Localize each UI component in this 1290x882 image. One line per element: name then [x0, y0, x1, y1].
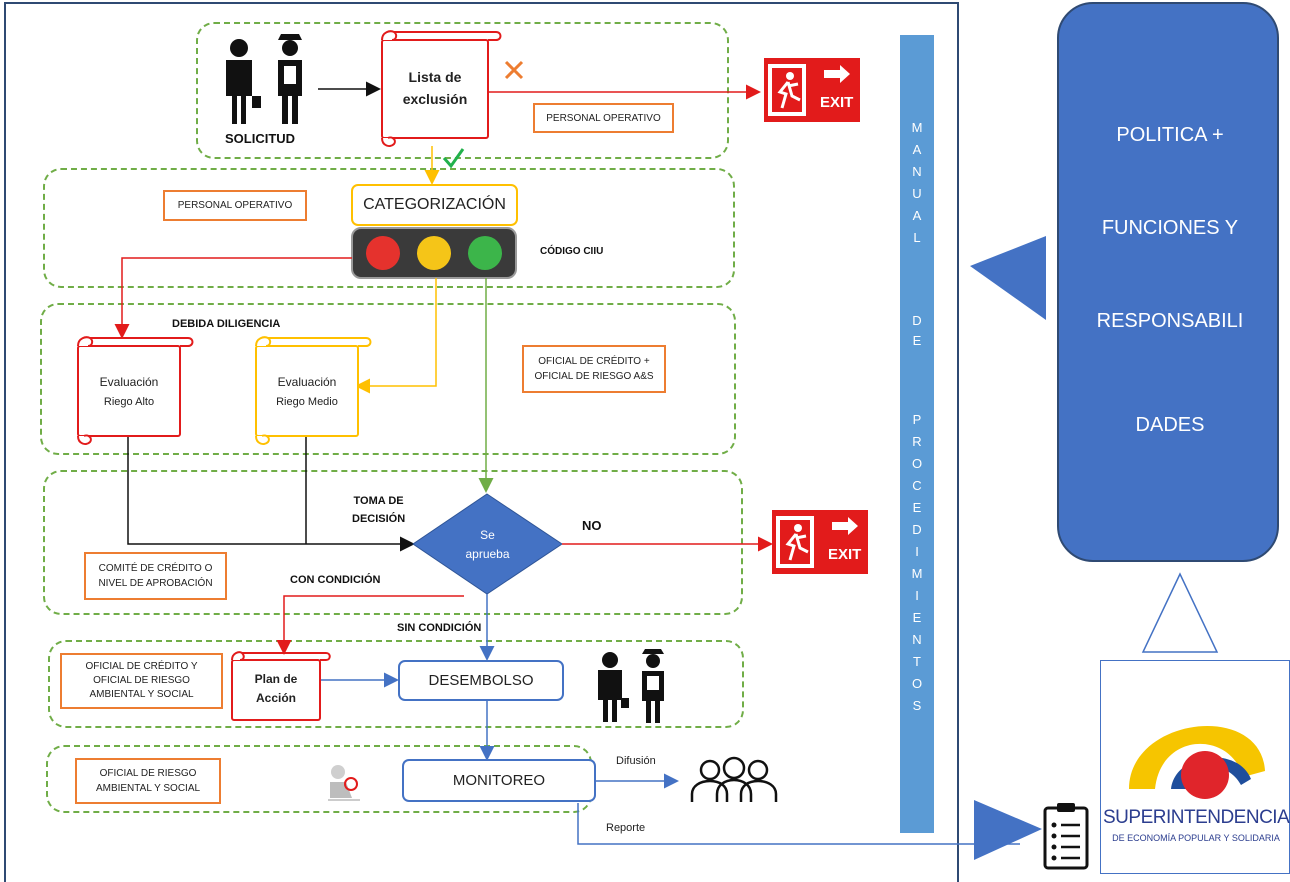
- manual-letter: I: [915, 544, 919, 559]
- exit-runner-icon: [768, 64, 850, 116]
- sin-condicion-label: SIN CONDICIÓN: [397, 622, 482, 634]
- arrow-policy-to-manual: [970, 236, 1046, 320]
- arrow-con-condicion: [276, 595, 464, 655]
- manual-letter: O: [911, 676, 923, 691]
- arrow-report-to-logo: [974, 800, 1042, 860]
- manual-letter: N: [912, 632, 922, 647]
- lista-exclusion-text: Lista de exclusión: [402, 69, 468, 107]
- group-categorizacion: [43, 168, 735, 288]
- inspector-magnifier-icon: [328, 765, 360, 801]
- manual-letter: E: [912, 610, 922, 625]
- policy-line-3: RESPONSABILI: [1096, 310, 1244, 332]
- audience-group-icon: [690, 756, 778, 802]
- solicitud-people-icon: [226, 34, 302, 124]
- manual-letter: N: [912, 164, 922, 179]
- manual-letter: A: [912, 208, 922, 223]
- report-clipboard-icon: [1043, 803, 1089, 870]
- arrow-alto: [114, 257, 352, 339]
- monitoreo-box: MONITOREO: [402, 759, 596, 802]
- manual-letter: M: [911, 566, 923, 581]
- manual-letter: E: [912, 333, 922, 348]
- solicitud-label: SOLICITUD: [225, 131, 296, 146]
- manual-procedimientos-bar: M A N U A L D E P R O C E D I M I E N T …: [900, 35, 934, 833]
- arrow-logo-to-policy: [1141, 572, 1219, 653]
- manual-letter: T: [913, 654, 921, 669]
- eval-alto-scroll: [77, 336, 194, 445]
- lista-exclusion-scroll: [381, 30, 502, 147]
- desembolso-people-icon: [598, 649, 664, 723]
- exit-label: EXIT: [820, 94, 854, 111]
- exit-sign-top: EXIT: [764, 58, 860, 122]
- comite-box: COMITÉ DE CRÉDITO O NIVEL DE APROBACIÓN: [84, 552, 227, 600]
- manual-letter: I: [915, 588, 919, 603]
- plan-accion-text: Plan de Acción: [254, 672, 298, 705]
- manual-letter: E: [912, 500, 922, 515]
- manual-letter: P: [912, 412, 922, 427]
- group-desembolso: [48, 640, 744, 728]
- categorizacion-box: CATEGORIZACIÓN: [351, 184, 518, 226]
- plan-accion-scroll: [231, 651, 331, 721]
- manual-letter: D: [912, 313, 922, 328]
- policy-box: POLITICA + FUNCIONES Y RESPONSABILI DADE…: [1057, 2, 1279, 562]
- logo-line-1: SUPERINTENDENCIA: [1103, 807, 1290, 828]
- diagram-frame: [4, 2, 959, 882]
- toma-decision-label: TOMA DE DECISIÓN: [352, 495, 406, 525]
- oficial-riesgo-box: OFICIAL DE RIESGO AMBIENTAL Y SOCIAL: [75, 758, 221, 804]
- oficial-credito-riesgo-box: OFICIAL DE CRÉDITO + OFICIAL DE RIESGO A…: [522, 345, 666, 393]
- eval-medio-scroll: [255, 336, 372, 445]
- logo-line-2: DE ECONOMÍA POPULAR Y SOLIDARIA: [1112, 833, 1280, 843]
- manual-letter: M: [911, 120, 923, 135]
- manual-letter: S: [912, 698, 922, 713]
- policy-line-1: POLITICA +: [1116, 124, 1224, 146]
- difusion-label: Difusión: [616, 755, 656, 767]
- debida-diligencia-label: DEBIDA DILIGENCIA: [172, 318, 281, 330]
- exit-label: EXIT: [828, 546, 862, 563]
- personal-operativo-box-1: PERSONAL OPERATIVO: [533, 103, 674, 133]
- se-aprueba-text: Se aprueba: [465, 528, 510, 561]
- policy-line-4: DADES: [1135, 414, 1205, 436]
- manual-letter: O: [911, 456, 923, 471]
- manual-letter: A: [912, 142, 922, 157]
- superintendencia-logo: SUPERINTENDENCIA DE ECONOMÍA POPULAR Y S…: [1100, 660, 1290, 874]
- group-toma-decision: [43, 470, 743, 615]
- desembolso-box: DESEMBOLSO: [398, 660, 564, 701]
- exit-sign-bottom: EXIT: [772, 510, 868, 574]
- manual-letter: D: [912, 522, 922, 537]
- no-label: NO: [582, 518, 602, 533]
- manual-letter: R: [912, 434, 922, 449]
- codigo-ciiu-label: CÓDIGO CIIU: [540, 246, 604, 257]
- exit-runner-icon: [776, 516, 858, 568]
- accept-check-icon: [442, 148, 465, 169]
- eval-alto-text: Evaluación Riego Alto: [99, 375, 159, 408]
- arrow-eval-decision: [127, 434, 415, 552]
- reporte-label: Reporte: [606, 822, 646, 834]
- logo-emblem-icon: [1129, 725, 1265, 799]
- arrow-medio: [355, 278, 437, 394]
- group-debida-diligencia: [40, 303, 736, 455]
- con-condicion-label: CON CONDICIÓN: [290, 574, 381, 586]
- manual-letter: C: [912, 478, 922, 493]
- arrow-reporte: [577, 803, 1020, 845]
- oficial-credito-ambiental-box: OFICIAL DE CRÉDITO Y OFICIAL DE RIESGO A…: [60, 653, 223, 709]
- group-solicitud: [196, 22, 729, 159]
- personal-operativo-box-2: PERSONAL OPERATIVO: [163, 190, 307, 221]
- manual-letter: U: [912, 186, 922, 201]
- policy-line-2: FUNCIONES Y: [1101, 217, 1239, 239]
- eval-medio-text: Evaluación Riego Medio: [276, 375, 338, 408]
- reject-mark-icon: [504, 60, 524, 80]
- manual-letter: L: [913, 230, 921, 245]
